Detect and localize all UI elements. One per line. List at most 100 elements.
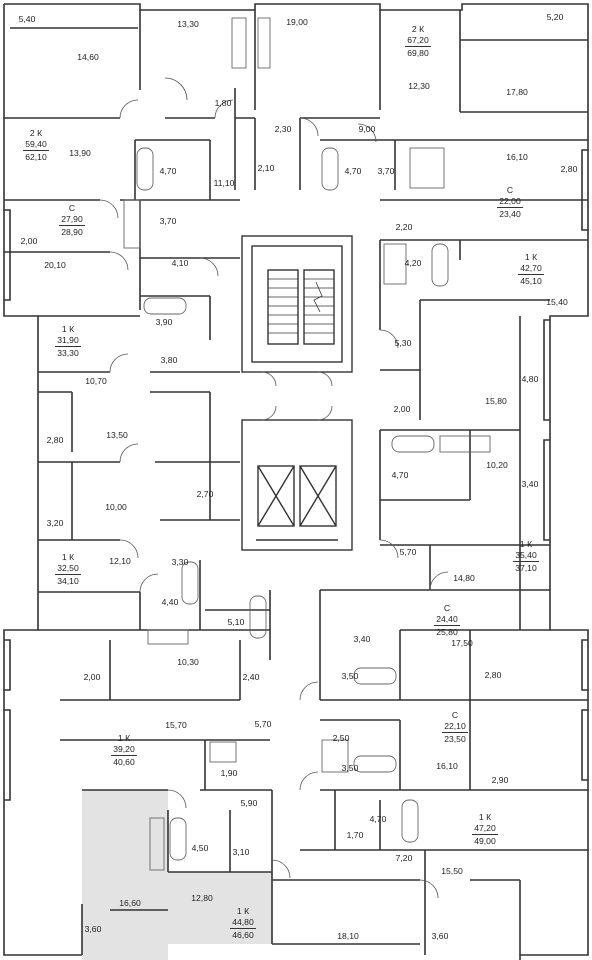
area-label: 2,10 <box>257 163 275 173</box>
apartment-label[interactable]: С 27,90 28,90 <box>59 203 85 238</box>
apartment-label[interactable]: С 22,10 23,50 <box>442 710 468 745</box>
apartment-label[interactable]: 1 К 42,70 45,10 <box>518 252 544 287</box>
apartment-label[interactable]: 1 К 44,80 46,60 <box>230 906 256 941</box>
area-label: 2,00 <box>20 236 38 246</box>
area-label: 15,80 <box>485 396 507 406</box>
apartment-living-area: 39,20 <box>113 743 135 754</box>
apartment-total-area: 25,80 <box>436 627 458 637</box>
area-label: 1,80 <box>214 98 232 108</box>
area-label: 3,40 <box>353 634 371 644</box>
area-label: 10,00 <box>105 502 127 512</box>
apartment-label[interactable]: 1 К 32,50 34,10 <box>55 552 81 587</box>
area-label: 17,80 <box>506 87 528 97</box>
apartment-label[interactable]: 1 К 35,40 37,10 <box>513 539 539 574</box>
area-label: 3,70 <box>377 166 395 176</box>
apartment-label[interactable]: 2 К 67,20 69,80 <box>405 24 431 59</box>
area-label: 20,10 <box>44 260 66 270</box>
apartment-type: 2 К <box>411 24 425 34</box>
area-label: 4,70 <box>369 814 387 824</box>
area-label: 15,40 <box>546 297 568 307</box>
area-label: 1,90 <box>220 768 238 778</box>
area-label: 3,40 <box>521 479 539 489</box>
area-label: 4,70 <box>344 166 362 176</box>
apartment-label[interactable]: 1 К 39,20 40,60 <box>111 733 137 768</box>
area-label: 5,90 <box>240 798 258 808</box>
area-label: 5,10 <box>227 617 245 627</box>
apartment-label[interactable]: 1 К 47,20 49,00 <box>472 812 498 847</box>
area-label: 5,20 <box>546 12 564 22</box>
area-label: 7,20 <box>395 853 413 863</box>
area-label: 15,50 <box>441 866 463 876</box>
area-label: 13,50 <box>106 430 128 440</box>
area-label: 2,50 <box>332 733 350 743</box>
apartment-type: С <box>451 710 459 720</box>
walls <box>3 3 589 960</box>
area-label: 18,10 <box>337 931 359 941</box>
area-label: 3,90 <box>155 317 173 327</box>
area-label: 4,20 <box>404 258 422 268</box>
area-label: 5,30 <box>394 338 412 348</box>
area-label: 3,30 <box>171 557 189 567</box>
area-label: 13,90 <box>69 148 91 158</box>
area-label: 3,60 <box>84 924 102 934</box>
area-label: 12,30 <box>408 81 430 91</box>
area-label: 2,70 <box>196 489 214 499</box>
apartment-living-area: 47,20 <box>474 822 496 833</box>
area-label: 2,20 <box>395 222 413 232</box>
area-label: 5,70 <box>254 719 272 729</box>
apartment-label[interactable]: 1 К 31,90 33,30 <box>55 324 81 359</box>
area-label: 2,80 <box>484 670 502 680</box>
area-label: 4,40 <box>161 597 179 607</box>
area-label: 16,10 <box>506 152 528 162</box>
area-label: 10,20 <box>486 460 508 470</box>
apartment-total-area: 33,30 <box>57 348 79 358</box>
area-label: 13,30 <box>177 19 199 29</box>
apartment-total-area: 37,10 <box>515 563 537 573</box>
area-label: 4,70 <box>159 166 177 176</box>
apartment-type: С <box>443 603 451 613</box>
stair-elevator-core <box>241 235 353 551</box>
apartment-type: С <box>506 185 514 195</box>
apartment-type: 1 К <box>61 552 75 562</box>
apartment-living-area: 22,10 <box>444 720 466 731</box>
apartment-total-area: 23,40 <box>499 209 521 219</box>
area-label: 9,00 <box>358 124 376 134</box>
apartment-total-area: 23,50 <box>444 734 466 744</box>
apartment-type: 1 К <box>524 252 538 262</box>
apartment-label[interactable]: С 22,00 23,40 <box>497 185 523 220</box>
area-label: 19,00 <box>286 17 308 27</box>
area-label: 5,40 <box>18 14 36 24</box>
apartment-total-area: 49,00 <box>474 836 496 846</box>
apartment-type: 1 К <box>519 539 533 549</box>
highlighted-apartment[interactable] <box>82 790 272 960</box>
apartment-living-area: 24,40 <box>436 613 458 624</box>
area-label: 5,70 <box>399 547 417 557</box>
area-label: 11,10 <box>213 178 235 188</box>
area-label: 2,40 <box>242 672 260 682</box>
area-label: 2,90 <box>491 775 509 785</box>
apartment-living-area: 35,40 <box>515 549 537 560</box>
area-label: 16,60 <box>119 898 141 908</box>
apartment-total-area: 69,80 <box>407 48 429 58</box>
area-label: 2,80 <box>560 164 578 174</box>
apartment-label[interactable]: С 24,40 25,80 <box>434 603 460 638</box>
area-label: 2,30 <box>274 124 292 134</box>
apartment-total-area: 28,90 <box>61 227 83 237</box>
apartment-type: 1 К <box>117 733 131 743</box>
apartment-living-area: 22,00 <box>499 195 521 206</box>
apartment-total-area: 40,60 <box>113 757 135 767</box>
area-label: 16,10 <box>436 761 458 771</box>
apartment-label[interactable]: 2 К 59,40 62,10 <box>23 128 49 163</box>
apartment-type: 2 К <box>29 128 43 138</box>
apartment-total-area: 45,10 <box>520 276 542 286</box>
area-label: 3,60 <box>431 931 449 941</box>
apartment-total-area: 34,10 <box>57 576 79 586</box>
apartment-living-area: 42,70 <box>520 262 542 273</box>
door-swings <box>99 77 449 899</box>
apartment-type: 1 К <box>61 324 75 334</box>
area-label: 3,20 <box>46 518 64 528</box>
area-label: 3,10 <box>232 847 250 857</box>
bathroom-fixtures <box>123 17 491 871</box>
area-label: 12,80 <box>191 893 213 903</box>
